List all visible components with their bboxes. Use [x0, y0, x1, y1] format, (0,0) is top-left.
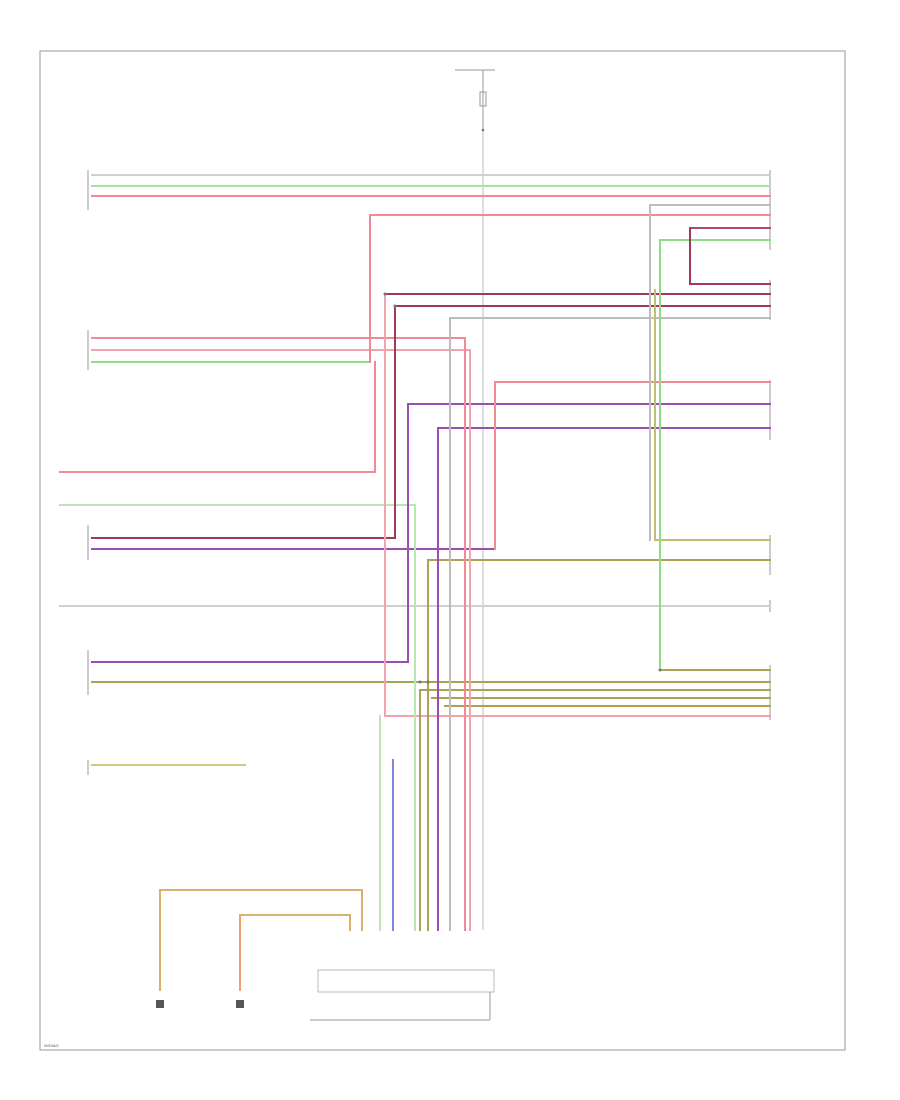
fuse-top: [455, 69, 495, 930]
connector-icon: [317, 969, 495, 993]
splice-dot: [406, 547, 410, 551]
splice-dot: [393, 304, 397, 308]
page-ref-label: W/DIAG: [44, 1043, 59, 1048]
diagram-frame: [39, 50, 846, 1051]
splice-dot: [658, 668, 662, 672]
ground-2: [236, 1000, 244, 1008]
splice-dot: [481, 128, 485, 132]
splice-dot: [383, 292, 387, 296]
fuse-icon: [479, 91, 487, 107]
dlc: [310, 969, 495, 1021]
splice-dot: [418, 680, 422, 684]
ground-icon: [236, 1000, 244, 1008]
ground-1: [156, 1000, 164, 1008]
splice-dot: [426, 680, 430, 684]
ground-icon: [156, 1000, 164, 1008]
